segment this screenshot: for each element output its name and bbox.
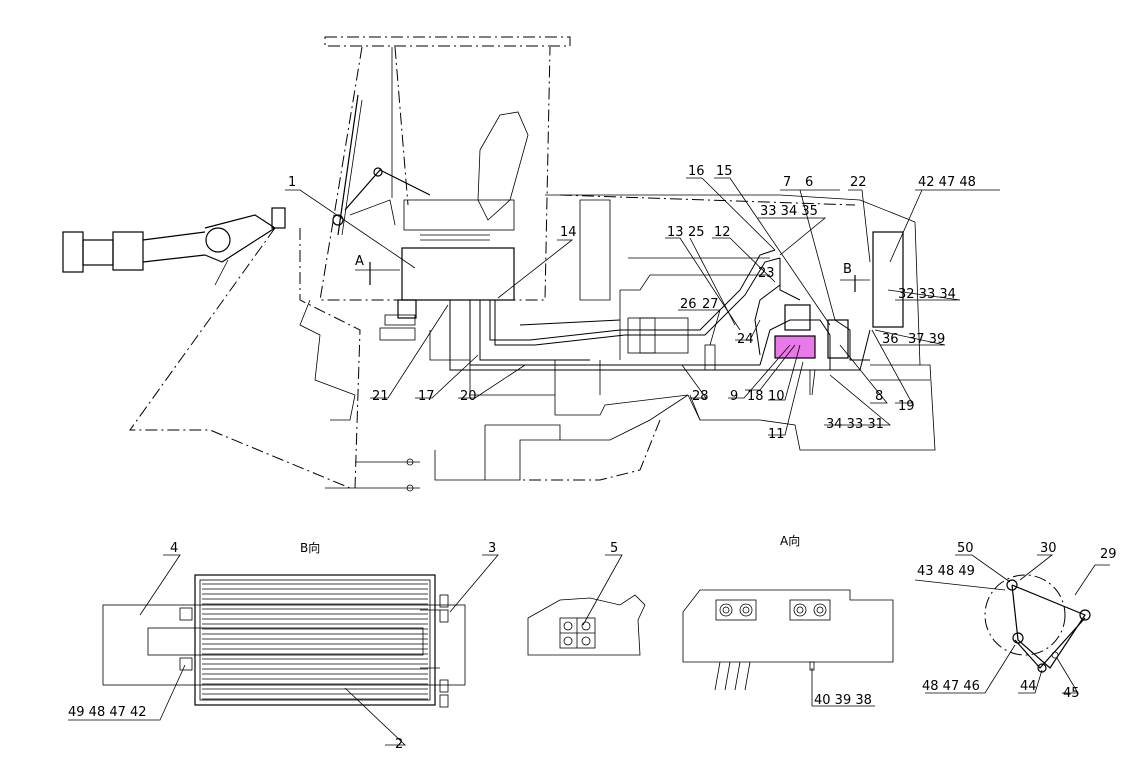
label-group-48-47-46: 48 47 46	[922, 679, 980, 694]
label-26: 26	[680, 297, 697, 312]
belt-tensioner-view	[984, 574, 1091, 673]
view-markers	[355, 262, 870, 292]
label-7: 7	[783, 175, 791, 190]
label-2: 2	[395, 737, 403, 752]
condenser-fins	[202, 583, 428, 700]
label-18: 18	[747, 389, 764, 404]
label-group-34-33-31: 34 33 31	[826, 417, 884, 432]
label-30: 30	[1040, 541, 1057, 556]
view-b-title: B向	[300, 540, 320, 555]
label-8: 8	[875, 389, 883, 404]
label-16: 16	[688, 164, 705, 179]
label-25: 25	[688, 225, 705, 240]
label-23: 23	[758, 266, 775, 281]
label-19: 19	[898, 399, 915, 414]
control-panel-view	[527, 594, 646, 656]
leader-lines	[285, 177, 1000, 436]
label-3: 3	[488, 541, 496, 556]
label-5: 5	[610, 541, 618, 556]
label-10: 10	[768, 389, 785, 404]
label-28: 28	[692, 389, 709, 404]
label-11: 11	[768, 427, 785, 442]
label-20: 20	[460, 389, 477, 404]
evaporator-view-a	[682, 589, 894, 691]
label-group-33-34-35: 33 34 35	[760, 204, 818, 219]
label-6: 6	[805, 175, 813, 190]
label-group-42-47-48: 42 47 48	[918, 175, 976, 190]
label-15: 15	[716, 164, 733, 179]
boom-cylinder	[62, 207, 286, 286]
label-group-40-39-38: 40 39 38	[814, 693, 872, 708]
evaporator-unit	[379, 247, 515, 341]
label-12: 12	[714, 225, 731, 240]
label-36: 36	[882, 332, 899, 347]
label-21: 21	[372, 389, 389, 404]
label-45: 45	[1063, 686, 1080, 701]
refrigerant-pipes	[449, 249, 871, 396]
label-14: 14	[560, 225, 577, 240]
chassis-outline	[299, 194, 936, 481]
label-44: 44	[1020, 679, 1037, 694]
label-27: 27	[702, 297, 719, 312]
label-24: 24	[737, 332, 754, 347]
label-4: 4	[170, 541, 178, 556]
label-group-32-33-34: 32 33 34	[898, 287, 956, 302]
label-50: 50	[957, 541, 974, 556]
view-a-title: A向	[780, 533, 800, 548]
view-b-marker: B	[843, 262, 852, 277]
label-29: 29	[1100, 547, 1117, 562]
label-13: 13	[667, 225, 684, 240]
condenser-view	[102, 574, 466, 708]
label-group-43-48-49: 43 48 49	[917, 564, 975, 579]
label-1: 1	[288, 175, 296, 190]
label-17: 17	[418, 389, 435, 404]
label-22: 22	[850, 175, 867, 190]
label-9: 9	[730, 389, 738, 404]
view-a-marker: A	[355, 254, 364, 269]
label-group-37-39: 37 39	[908, 332, 945, 347]
loader-arm-outline	[129, 227, 420, 492]
label-group-49-48-47-42: 49 48 47 42	[68, 705, 147, 720]
